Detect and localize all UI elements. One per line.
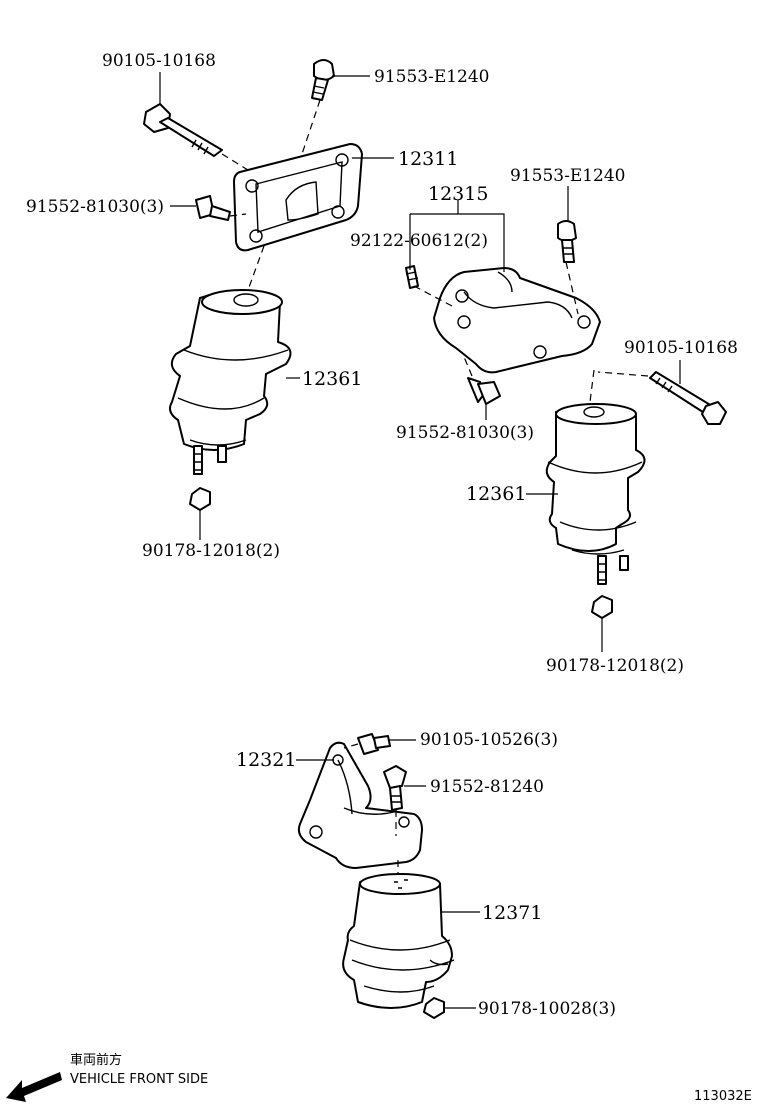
label-12361-left: 12361 <box>302 368 362 390</box>
bolt-91553-e1240-right <box>557 220 577 263</box>
nut-90178-12018-left <box>189 487 211 511</box>
stud-92122-60612 <box>405 265 419 289</box>
label-91552-81030-right: 91552-81030(3) <box>396 423 534 443</box>
bracket-12315 <box>433 267 601 374</box>
label-91553-e1240-left: 91553-E1240 <box>374 67 490 87</box>
label-12361-right: 12361 <box>466 483 526 505</box>
bolt-90105-10168-left <box>143 103 223 157</box>
label-90178-10028: 90178-10028(3) <box>478 999 616 1019</box>
nut-90178-10028 <box>423 997 445 1019</box>
nut-90178-12018-right <box>591 595 613 619</box>
bolt-91553-e1240-left <box>311 59 335 101</box>
label-91552-81030-left: 91552-81030(3) <box>26 197 164 217</box>
label-12311: 12311 <box>398 148 458 170</box>
bolt-90105-10168-right <box>649 371 727 425</box>
direction-english: VEHICLE FRONT SIDE <box>70 1072 208 1087</box>
mount-12361-right <box>545 403 646 585</box>
label-12371: 12371 <box>482 902 542 924</box>
bracket-12321 <box>297 741 423 869</box>
leader-lines <box>159 72 681 1009</box>
label-90178-12018-left: 90178-12018(2) <box>142 541 280 561</box>
label-90105-10168-left: 90105-10168 <box>102 51 216 71</box>
figure-id: 113032E <box>694 1089 752 1104</box>
label-90178-12018-right: 90178-12018(2) <box>546 656 684 676</box>
label-90105-10168-right: 90105-10168 <box>624 338 738 358</box>
bolt-91552-81030-right <box>467 377 501 405</box>
bolt-91552-81030-left <box>195 195 231 221</box>
arrow-left-down-icon <box>6 1072 62 1102</box>
bolt-90105-10526 <box>357 733 391 755</box>
label-90105-10526: 90105-10526(3) <box>420 730 558 750</box>
bolt-91552-81240 <box>383 765 407 811</box>
label-12315: 12315 <box>428 183 488 205</box>
label-91552-81240: 91552-81240 <box>430 777 544 797</box>
mount-12361-left <box>169 289 292 475</box>
label-91553-e1240-right: 91553-E1240 <box>510 166 626 186</box>
mount-12371 <box>342 873 455 1009</box>
label-92122-60612: 92122-60612(2) <box>350 231 488 251</box>
label-12321: 12321 <box>236 749 296 771</box>
direction-japanese: 車両前方 <box>70 1052 122 1068</box>
bracket-12311 <box>233 143 363 252</box>
